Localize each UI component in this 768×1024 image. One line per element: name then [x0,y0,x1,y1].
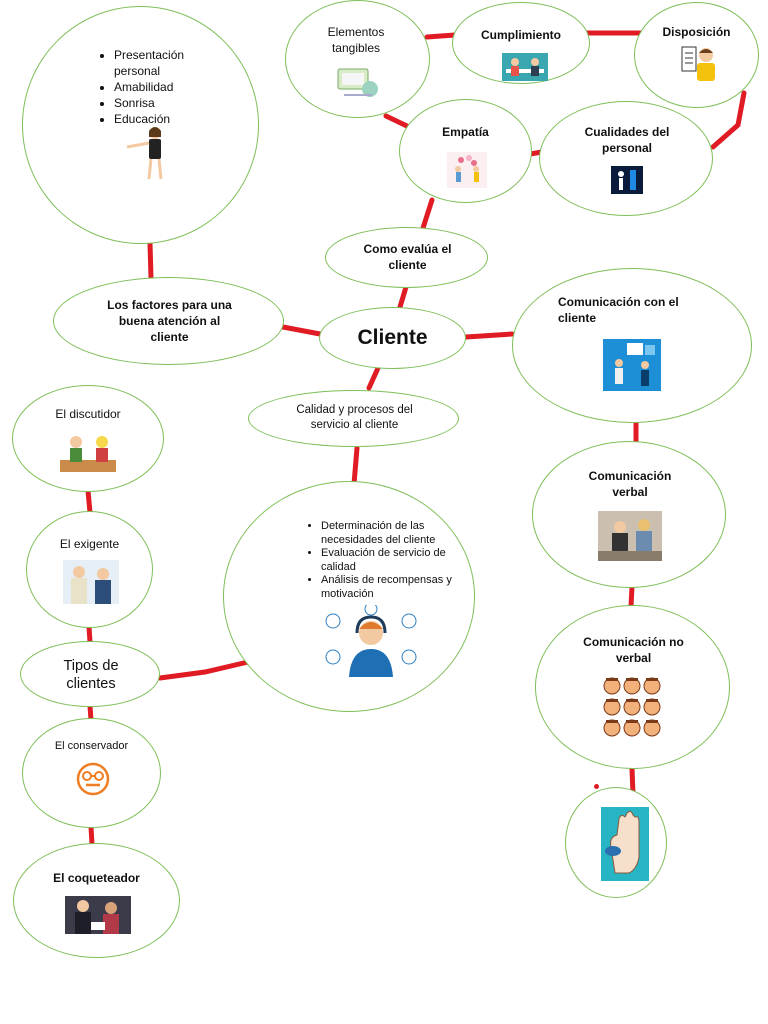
connector-tipos-conservador [87,703,94,723]
node-comunicacion: Comunicación con el cliente [512,268,752,423]
node-cumplimiento-label: Cumplimiento [481,28,561,42]
connector-tipos-calidad [157,659,251,681]
connector-elementos-empatia [383,113,412,130]
connector-empatia-evaluacion [420,197,435,231]
node-evaluacion-label: Como evalúa el cliente [363,242,452,272]
node-elementos-label: Elementos tangibles [327,25,385,55]
connector-exigente-tipos [86,624,93,645]
presenter-woman-icon [126,127,163,180]
person-thinking-icon [681,46,715,81]
node-coqueteador: El coqueteador [13,843,180,958]
nerd-face-icon [76,762,110,796]
node-factores: Los factores para una buena atención al … [53,277,284,365]
factores-item: Sonrisa [114,95,204,111]
demanding-client-icon [63,560,119,604]
customer-service-agent-icon [325,605,417,677]
node-cualidades: Cualidades del personal [539,101,713,216]
meeting-icon [502,53,548,81]
connector-cliente-comunicacion [463,331,515,340]
node-factores-bubble: Presentación personal Amabilidad Sonrisa… [22,6,259,244]
node-no-verbal-label: Comunicación no verbal [583,635,684,665]
connector-cliente-calidad [366,365,381,391]
hand-gesture-icon [601,807,649,881]
node-factores-label: Los factores para una buena atención al … [107,298,232,344]
connector-verbal-noverbal [628,584,635,609]
node-gesture [565,787,667,898]
node-coqueteador-label: El coqueteador [53,871,140,885]
node-comunicacion-no-verbal: Comunicación no verbal [535,605,730,769]
node-tipos-clientes: Tipos de clientes [20,641,160,707]
node-calidad-label: Calidad y procesos del servicio al clien… [296,404,413,431]
node-elementos-tangibles: Elementos tangibles [285,0,430,118]
node-evaluacion: Como evalúa el cliente [325,227,488,288]
factores-item: Amabilidad [114,79,204,95]
connector-disposicion-cualidades [710,90,747,150]
node-cualidades-label: Cualidades del personal [584,125,670,155]
node-exigente-label: El exigente [59,537,120,551]
tangible-elements-icon [337,68,378,97]
node-comunicacion-verbal: Comunicación verbal [532,441,726,588]
node-conservador-label: El conservador [54,740,129,752]
node-calidad-bubble: Determinación de las necesidades del cli… [223,481,475,712]
calidad-item: Análisis de recompensas y motivación [321,574,469,601]
small-red-dot [594,784,599,789]
factores-item: Presentación personal [114,47,204,79]
node-calidad: Calidad y procesos del servicio al clien… [248,390,459,447]
connector-elementos-cumplimiento [424,32,458,40]
node-disposicion: Disposición [634,2,759,108]
connector-conservador-coqueteador [88,824,95,847]
factores-item: Educación [114,111,204,127]
connector-evaluacion-cliente [397,284,409,310]
connector-discutidor-exigente [85,488,93,515]
flirting-people-icon [65,896,131,934]
calidad-item: Evaluación de servicio de calidad [321,547,469,574]
node-exigente: El exigente [26,511,153,628]
facial-expressions-icon [603,677,661,737]
node-empatia: Empatía [399,99,532,203]
node-verbal-label: Comunicación verbal [588,469,672,499]
node-comunicacion-label: Comunicación con el cliente [558,295,679,325]
calidad-item: Determinación de las necesidades del cli… [321,520,469,547]
factores-list: Presentación personal Amabilidad Sonrisa… [98,47,204,127]
node-cliente: Cliente [319,307,466,369]
connector-factores-cliente [280,324,323,337]
node-cumplimiento: Cumplimiento [452,2,590,84]
node-conservador: El conservador [22,718,161,828]
staff-info-icon [611,166,643,194]
empathy-icon [447,152,487,188]
communication-icon [603,339,661,391]
node-discutidor-label: El discutidor [55,407,121,421]
center-label: Cliente [357,326,428,349]
node-disposicion-label: Disposición [662,25,731,39]
connector-calidad-bubble [351,445,360,487]
node-empatia-label: Empatía [442,125,489,139]
calidad-list: Determinación de las necesidades del cli… [305,520,469,601]
node-discutidor: El discutidor [12,385,164,492]
node-tipos-label: Tipos de clientes [63,658,119,692]
verbal-communication-icon [598,511,662,561]
connector-factores-bubble [147,240,154,281]
arguing-people-icon [60,436,116,472]
